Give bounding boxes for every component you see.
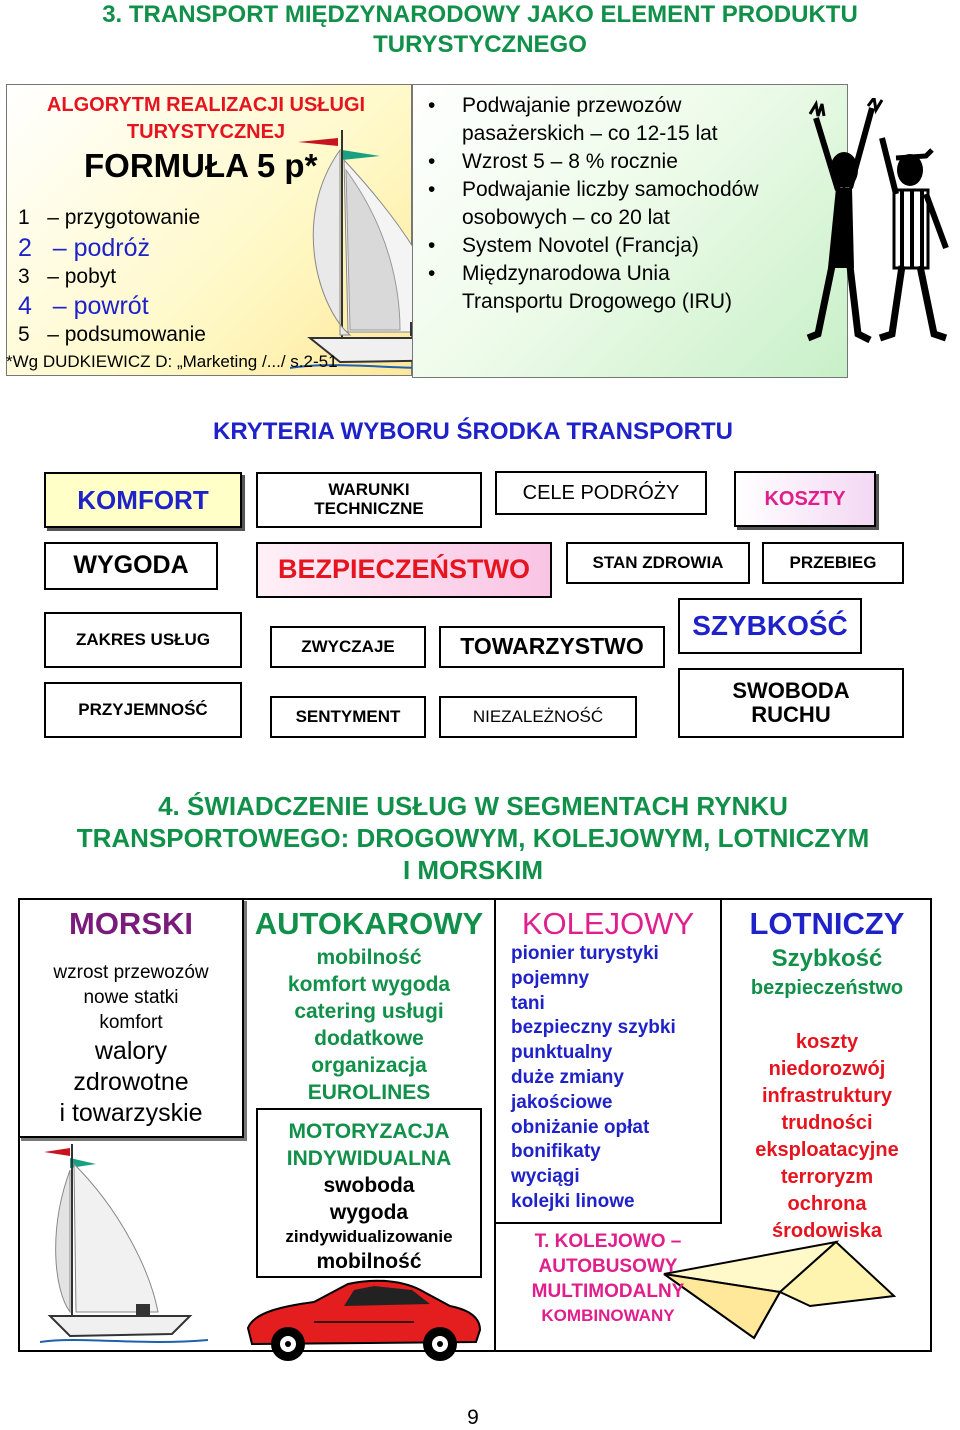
criterion-komfort: KOMFORT [44,472,242,528]
fact-item: •Podwajanie liczby samochodów [418,176,759,204]
bullet-icon: • [428,262,436,285]
criteria-title: KRYTERIA WYBORU ŚRODKA TRANSPORTU [213,418,733,445]
segment-kolejowy-title: KOLEJOWY [521,906,695,941]
segment-motoryzacja [256,1108,482,1278]
segment-morski-title: MORSKI [69,906,193,941]
cheering-figures-illustration [806,98,949,344]
criterion-przyjemnosc: PRZYJEMNOŚĆ [44,682,242,738]
algorithm-step-3: 3 – pobyt [18,265,117,288]
segment-autokarowy-title: AUTOKAROWY [254,906,484,941]
algorithm-title: ALGORYTM REALIZACJI USŁUGI TURYSTYCZNEJ [46,94,366,143]
section-4-title: 4. ŚWIADCZENIE USŁUG W SEGMENTACH RYNKU … [76,791,870,885]
fact-item: •Wzrost 5 – 8 % rocznie [418,148,759,176]
criterion-stan-zdrowia: STAN ZDROWIA [566,542,750,584]
criterion-cele-podrozy: CELE PODRÓŻY [495,471,707,515]
segment-lotniczy-speed: Szybkość [771,945,883,972]
criterion-sentyment: SENTYMENT [270,696,426,738]
red-car-illustration [246,1279,482,1361]
page-title: 3. TRANSPORT MIĘDZYNARODOWY JAKO ELEMENT… [102,1,858,58]
algorithm-step-5: 5 – podsumowanie [18,323,206,346]
algorithm-step-1: 1 – przygotowanie [18,206,201,229]
segment-autokarowy-list: mobilność komfort wygoda catering usługi… [287,946,451,1104]
segment-kolejowo-autobusowy [496,1222,720,1352]
algorithm-step-4: 4 – powrót [18,292,149,320]
segment-kolejowy-list: pionier turystyki pojemny tani bezpieczn… [511,943,676,1212]
sailboat-small-illustration [40,1144,209,1343]
fact-item: •Podwajanie przewozów [418,92,759,120]
criterion-niezaleznosc: NIEZALEŻNOŚĆ [439,696,637,738]
bullet-icon: • [428,150,436,173]
transport-facts-list: •Podwajanie przewozów pasażerskich – co … [418,92,759,316]
criterion-zwyczaje: ZWYCZAJE [270,626,426,668]
bullet-icon: • [428,94,436,117]
segment-lotniczy-title: LOTNICZY [749,906,905,941]
bullet-icon: • [428,234,436,257]
column-divider [494,898,496,1352]
criterion-bezpieczenstwo: BEZPIECZEŃSTWO [256,542,552,598]
segment-morski-large: walory zdrowotne i towarzyskie [59,1037,203,1127]
fact-item-continuation: osobowych – co 20 lat [462,206,670,229]
fact-item-continuation: pasażerskich – co 12-15 lat [462,122,718,145]
segment-morski [18,898,244,1138]
fact-item: •System Novotel (Francja) [418,232,759,260]
criterion-koszty: KOSZTY [734,471,876,527]
criterion-przebieg: PRZEBIEG [762,542,904,584]
bullet-icon: • [428,178,436,201]
segment-lotniczy-safety: bezpieczeństwo [750,977,904,999]
citation: *Wg DUDKIEWICZ D: „Marketing /.../ s.2-5… [6,352,338,371]
formula-5p: FORMUŁA 5 p* [84,147,318,184]
fact-item: •Międzynarodowa Unia [418,260,759,288]
algorithm-panel [6,84,412,376]
segment-morski-small: wzrost przewozów nowe statki komfort [53,962,209,1033]
fact-item-continuation: Transportu Drogowego (IRU) [462,290,732,313]
segment-motoryzacja-title: MOTORYZACJA INDYWIDUALNA [286,1120,452,1170]
criterion-wygoda: WYGODA [44,542,218,590]
algorithm-step-2: 2 – podróż [18,234,151,262]
column-divider [720,898,722,1224]
segment-motoryzacja-list: swoboda wygoda zindywidualizowanie mobil… [285,1174,453,1273]
criterion-towarzystwo: TOWARZYSTWO [439,626,665,668]
criterion-zakres-uslug: ZAKRES USŁUG [44,612,242,668]
criterion-szybkosc: SZYBKOŚĆ [678,598,862,654]
paper-plane-illustration [663,1240,897,1340]
page-number: 9 [467,1406,479,1429]
segment-kolejowo-autobusowy-list: T. KOLEJOWO – AUTOBUSOWY MULTIMODALNY KO… [531,1231,685,1326]
segment-lotniczy-list: koszty niedorozwój infrastruktury trudno… [755,1031,899,1242]
